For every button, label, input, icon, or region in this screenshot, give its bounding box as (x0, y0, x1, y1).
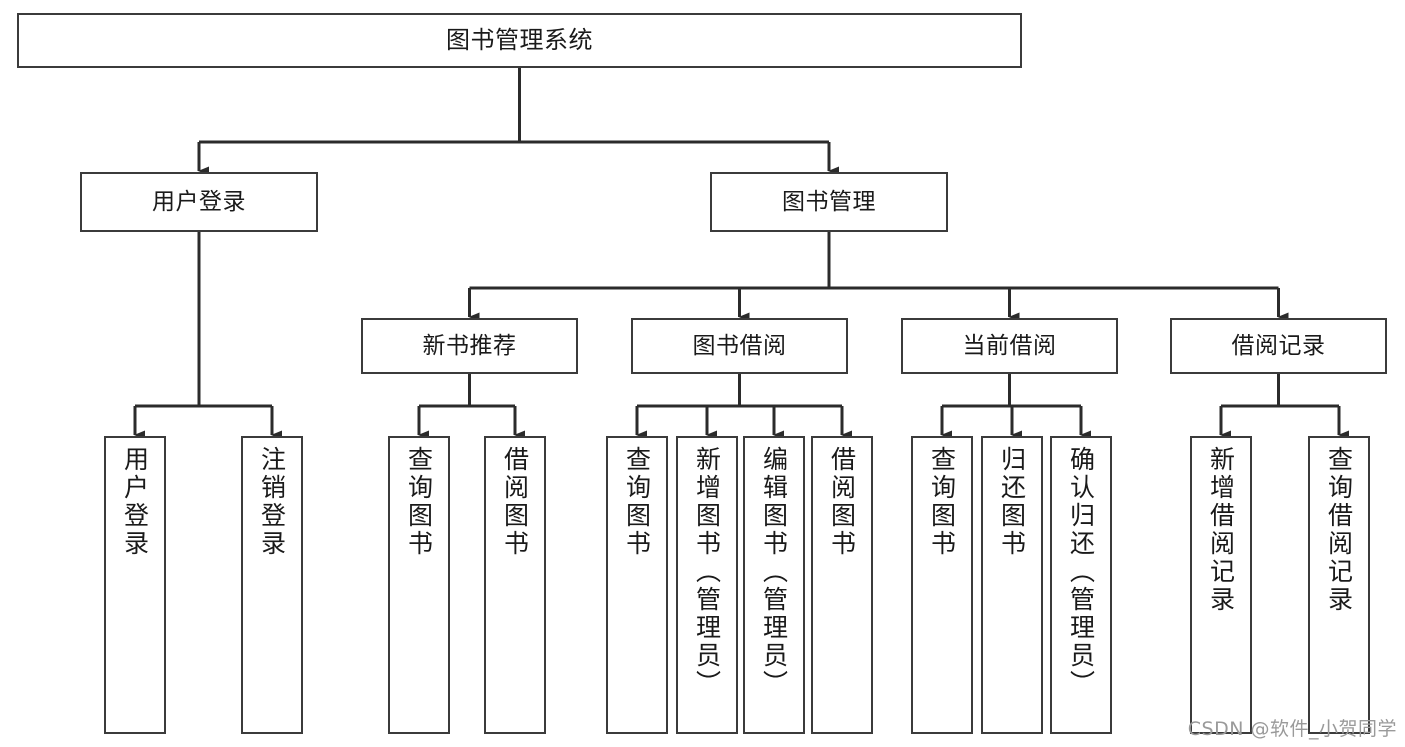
node-new-book-recommend[interactable]: 新书推荐 (361, 318, 578, 374)
leaf-borrow-book-recommend[interactable]: 借阅图书 (484, 436, 546, 734)
node-label: 查询图书 (622, 446, 652, 558)
node-label: 新增图书（管理员） (692, 446, 722, 698)
leaf-logout-login[interactable]: 注销登录 (241, 436, 303, 734)
node-label: 新增借阅记录 (1206, 446, 1236, 614)
node-label: 新书推荐 (422, 332, 517, 359)
leaf-query-borrow-record[interactable]: 查询借阅记录 (1308, 436, 1370, 734)
node-label: 查询借阅记录 (1324, 446, 1354, 614)
leaf-add-borrow-record[interactable]: 新增借阅记录 (1190, 436, 1252, 734)
node-book-management[interactable]: 图书管理 (710, 172, 948, 232)
leaf-add-book-admin[interactable]: 新增图书（管理员） (676, 436, 738, 734)
node-book-borrow[interactable]: 图书借阅 (631, 318, 848, 374)
leaf-edit-book-admin[interactable]: 编辑图书（管理员） (743, 436, 805, 734)
leaf-query-book-borrow[interactable]: 查询图书 (606, 436, 668, 734)
node-label: 用户登录 (120, 446, 150, 558)
leaf-return-book[interactable]: 归还图书 (981, 436, 1043, 734)
node-user-login[interactable]: 用户登录 (80, 172, 318, 232)
node-label: 图书管理 (782, 188, 876, 215)
node-label: 编辑图书（管理员） (759, 446, 789, 698)
node-label: 注销登录 (257, 446, 287, 558)
node-current-borrow[interactable]: 当前借阅 (901, 318, 1118, 374)
node-book-management-system[interactable]: 图书管理系统 (17, 13, 1022, 68)
node-label: 图书借阅 (692, 332, 787, 359)
node-label: 当前借阅 (962, 332, 1057, 359)
leaf-user-login[interactable]: 用户登录 (104, 436, 166, 734)
leaf-query-book-current[interactable]: 查询图书 (911, 436, 973, 734)
node-label: 借阅图书 (500, 446, 530, 558)
leaf-query-book-recommend[interactable]: 查询图书 (388, 436, 450, 734)
leaf-confirm-return-admin[interactable]: 确认归还（管理员） (1050, 436, 1112, 734)
watermark-text: CSDN @软件_小贺同学 (1187, 718, 1397, 740)
leaf-borrow-book[interactable]: 借阅图书 (811, 436, 873, 734)
node-label: 图书管理系统 (446, 25, 593, 54)
node-label: 查询图书 (404, 446, 434, 558)
node-label: 借阅记录 (1231, 332, 1326, 359)
node-label: 归还图书 (997, 446, 1027, 558)
node-label: 借阅图书 (827, 446, 857, 558)
node-borrow-record[interactable]: 借阅记录 (1170, 318, 1387, 374)
node-label: 用户登录 (152, 188, 246, 215)
node-label: 确认归还（管理员） (1066, 446, 1096, 698)
node-label: 查询图书 (927, 446, 957, 558)
